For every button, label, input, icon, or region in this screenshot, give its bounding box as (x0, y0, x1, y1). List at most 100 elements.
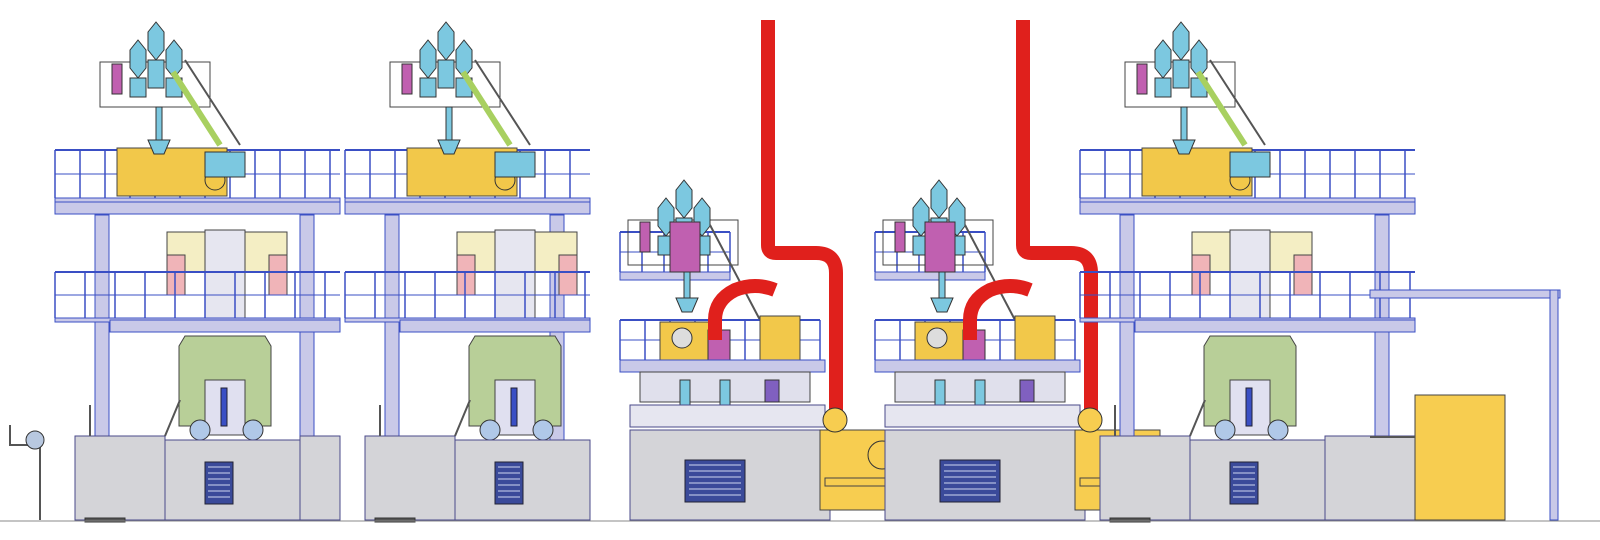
air-heater (1014, 315, 1056, 361)
hopper-body (437, 59, 455, 89)
vent-grille (1229, 461, 1259, 505)
hot-air-branch (963, 279, 1033, 340)
die-motor (764, 379, 780, 403)
carriage (884, 404, 1081, 428)
quench-box-left (456, 254, 476, 296)
quench-box-right (268, 254, 288, 296)
stair-rail (1209, 59, 1266, 146)
base-section (74, 435, 166, 521)
roller-left (189, 419, 211, 441)
diffuser-window (220, 387, 228, 427)
platform (874, 271, 986, 281)
winder-section (1369, 289, 1561, 521)
vent-grille (494, 461, 524, 505)
quench-box-left (166, 254, 186, 296)
railing-bottom (344, 197, 591, 203)
melt-pump (1229, 151, 1271, 178)
feed-funnel (437, 139, 461, 155)
hopper-cone (419, 39, 437, 79)
platform (619, 271, 731, 281)
stair-rail (474, 59, 531, 146)
meltblown-unit (619, 20, 906, 521)
hopper-cone (675, 179, 693, 219)
feed-funnel (930, 297, 954, 313)
column-foot (374, 517, 416, 523)
spinneret-body (494, 229, 536, 321)
hopper-body (147, 59, 165, 89)
dosing-unit (111, 63, 123, 95)
hopper-cone (1172, 21, 1190, 61)
spunbond-unit (344, 21, 591, 523)
feed-funnel (675, 297, 699, 313)
dosing-unit (401, 63, 413, 95)
hopper-cone (129, 39, 147, 79)
hopper-cone (437, 21, 455, 61)
middle-deck (1134, 319, 1416, 333)
feed-funnel (147, 139, 171, 155)
roller-right (532, 419, 554, 441)
spinneret-body (204, 229, 246, 321)
roller-left (1214, 419, 1236, 441)
vent-grille (684, 459, 746, 503)
base-section (364, 435, 456, 521)
blower-motor (1077, 407, 1103, 433)
ladder (1189, 399, 1206, 437)
column-foot (84, 517, 126, 523)
hopper-cone (165, 39, 183, 79)
melt-pump (204, 151, 246, 178)
stair-rail (964, 224, 1016, 321)
hopper-cone (147, 21, 165, 61)
hot-air-branch (708, 279, 778, 340)
roller-left (479, 419, 501, 441)
hopper-body (129, 77, 147, 98)
stair-stringer (1195, 70, 1248, 147)
hopper-body (1172, 59, 1190, 89)
guide-frame (9, 425, 41, 520)
die-deck (874, 359, 1081, 373)
diffuser-window (510, 387, 518, 427)
dosing-unit (639, 221, 651, 253)
diffuser-window (1245, 387, 1253, 427)
winder-beam (1369, 289, 1561, 299)
hopper-cone (455, 39, 473, 79)
winder-post (1549, 289, 1559, 521)
hopper-cone (1190, 39, 1208, 79)
base-section (1099, 435, 1191, 521)
filter-unit (924, 221, 956, 273)
dosing-unit (1136, 63, 1148, 95)
vent-grille (204, 461, 234, 505)
hopper-cone (1154, 39, 1172, 79)
melt-pump (494, 151, 536, 178)
spunbond-unit (54, 21, 341, 523)
filter-unit (669, 221, 701, 273)
railing-bottom (1079, 197, 1416, 203)
quench-box-right (1293, 254, 1313, 296)
stair-stringer (460, 70, 513, 147)
hot-air-pipe (761, 20, 843, 413)
carriage (629, 404, 826, 428)
hopper-cone (930, 179, 948, 219)
column-foot (1109, 517, 1151, 523)
air-heater (759, 315, 801, 361)
stair-rail (184, 59, 241, 146)
die-motor (1019, 379, 1035, 403)
extruder-gear (926, 327, 948, 349)
dosing-unit (894, 221, 906, 253)
die-deck (619, 359, 826, 373)
hopper-body (1154, 77, 1172, 98)
middle-deck (109, 319, 341, 333)
base-section (299, 435, 341, 521)
meltblown-unit (874, 20, 1161, 521)
guide-roller (25, 430, 45, 450)
roller-right (242, 419, 264, 441)
quench-box-left (1191, 254, 1211, 296)
ladder (454, 399, 471, 437)
stair-stringer (170, 70, 223, 147)
spinneret-body (1229, 229, 1271, 321)
roller-right (1267, 419, 1289, 441)
extruder-gear (671, 327, 693, 349)
railing-bottom (54, 197, 341, 203)
spunbond-unit (1079, 21, 1416, 523)
quench-box-right (558, 254, 578, 296)
